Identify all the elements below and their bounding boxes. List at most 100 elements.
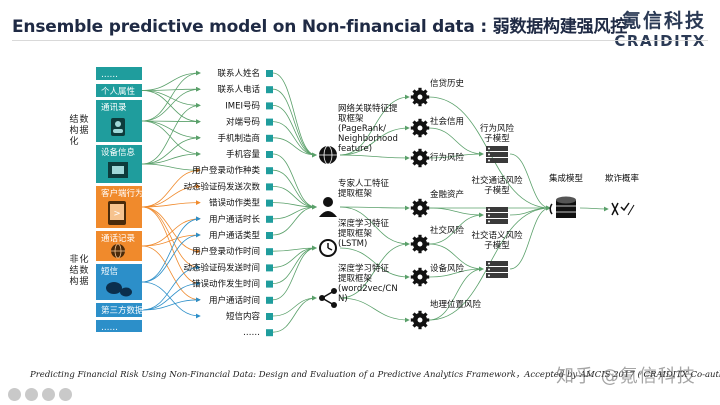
feature-marker xyxy=(266,134,273,142)
sub-model-label-line: 社交通话风险 xyxy=(471,175,523,186)
server-icon xyxy=(486,146,508,163)
feature-label: 用户通话时间 xyxy=(209,295,260,306)
database-body xyxy=(556,200,576,218)
feature-method-connector xyxy=(272,72,317,158)
gear-tooth xyxy=(418,148,422,153)
method-label-line: 专家人工特征 xyxy=(338,178,390,189)
source-feature-connector xyxy=(141,103,201,165)
server-led xyxy=(488,153,490,156)
gear-tooth xyxy=(418,267,422,272)
feature-marker xyxy=(266,86,273,94)
data-source-label: 通话记录 xyxy=(101,233,136,244)
feature-marker xyxy=(266,118,273,126)
gear-tooth xyxy=(418,234,422,239)
gear-tooth xyxy=(418,198,422,203)
server-led xyxy=(488,220,490,223)
unstructured-data-label-char: 构 xyxy=(69,275,78,287)
unstructured-data-label-char: 化 xyxy=(79,253,88,265)
unstructured-data-label-char: 非 xyxy=(69,253,78,265)
gear-icon xyxy=(410,267,430,287)
feature-marker xyxy=(266,70,273,77)
source-feature-connector xyxy=(141,200,201,208)
data-source-box xyxy=(96,264,142,300)
method-label-line: 深度学习特征 xyxy=(338,263,390,274)
method-label-line: (word2vec/CN xyxy=(338,284,398,294)
method-label-line: 提取框架 xyxy=(338,273,373,284)
server-unit xyxy=(486,273,508,278)
feature-marker xyxy=(266,280,273,288)
server-unit xyxy=(486,152,508,157)
feature-marker xyxy=(266,183,273,191)
structured-data-label-char: 化 xyxy=(69,135,78,147)
source-feature-connector xyxy=(141,216,201,283)
feature-marker xyxy=(266,329,273,337)
share-node xyxy=(319,295,325,301)
data-source-5: 通话记录 xyxy=(96,231,142,261)
watermark: 知乎 @氪信科技 xyxy=(556,366,696,387)
server-unit xyxy=(486,219,508,224)
feature-label: 联系人姓名 xyxy=(217,68,260,79)
share-node xyxy=(331,302,337,308)
source-feature-connector xyxy=(141,232,201,283)
gear-hole xyxy=(417,94,423,100)
risk-submodel-connector xyxy=(428,127,484,157)
slide-title: Ensemble predictive model on Non-financi… xyxy=(12,17,628,37)
sub-model-label-line: 子模型 xyxy=(484,133,510,144)
probability-icon xyxy=(611,202,635,216)
source-feature-connector xyxy=(141,120,201,157)
submodel-ensemble-connector xyxy=(509,153,551,211)
data-source-label: 设备信息 xyxy=(101,147,136,158)
risk-submodel-connector xyxy=(428,207,484,218)
method-risk-connector xyxy=(339,205,410,211)
gear-tooth xyxy=(418,133,422,138)
server-led xyxy=(488,214,490,217)
sub-model-label-line: 社交语义风险 xyxy=(471,230,523,241)
structured-data-label-char: 结 xyxy=(69,113,78,125)
probability-slash xyxy=(627,204,635,216)
risk-label: 行为风险 xyxy=(430,152,465,163)
footer-circle-icon xyxy=(59,388,72,401)
gear-icon xyxy=(410,118,430,138)
citation: Predicting Financial Risk Using Non-Fina… xyxy=(30,370,720,380)
data-source-box xyxy=(96,84,142,97)
data-source-label: 客户端行为 xyxy=(101,188,144,199)
globe-icon xyxy=(111,243,125,259)
gear-icon xyxy=(410,148,430,168)
risk-label: 信贷历史 xyxy=(430,78,465,89)
data-source-7: 第三方数据 xyxy=(96,303,144,317)
feature-method-connector xyxy=(272,169,317,210)
gear-tooth xyxy=(418,118,422,123)
source-feature-connector xyxy=(141,206,201,286)
gear-tooth xyxy=(418,325,422,330)
gear-icon xyxy=(410,198,430,218)
footer-circle-icon xyxy=(8,388,21,401)
feature-extraction-methods: 网络关联特征提取框架(PageRank/Neighborhoodfeature)… xyxy=(319,103,398,308)
feature-marker xyxy=(266,296,273,304)
feature-method-connector xyxy=(272,204,317,236)
feature-method-connector xyxy=(272,153,317,210)
database-icon xyxy=(549,196,576,218)
method-risk-connector xyxy=(339,297,410,323)
risk-label: 金融资产 xyxy=(430,189,464,200)
gear-hole xyxy=(417,317,423,323)
database-cycle-arrow xyxy=(549,203,553,215)
method-risk-connector xyxy=(339,206,410,247)
clock-face xyxy=(319,239,337,257)
footer-circle-icon xyxy=(42,388,55,401)
gear-icon xyxy=(410,87,430,107)
method-label-line: N) xyxy=(338,294,348,304)
source-feature-connector xyxy=(141,163,201,173)
risk-label: 社交风险 xyxy=(430,225,465,236)
source-feature-connector xyxy=(141,297,201,311)
ensemble-output-connector xyxy=(579,206,609,212)
feature-method-connector xyxy=(272,245,317,284)
feature-method-connector xyxy=(272,105,317,158)
risk-submodel-connector xyxy=(428,266,484,321)
submodel-ensemble-connector xyxy=(509,205,551,216)
server-unit xyxy=(486,213,508,218)
feature-label: 联系人电话 xyxy=(217,84,260,95)
